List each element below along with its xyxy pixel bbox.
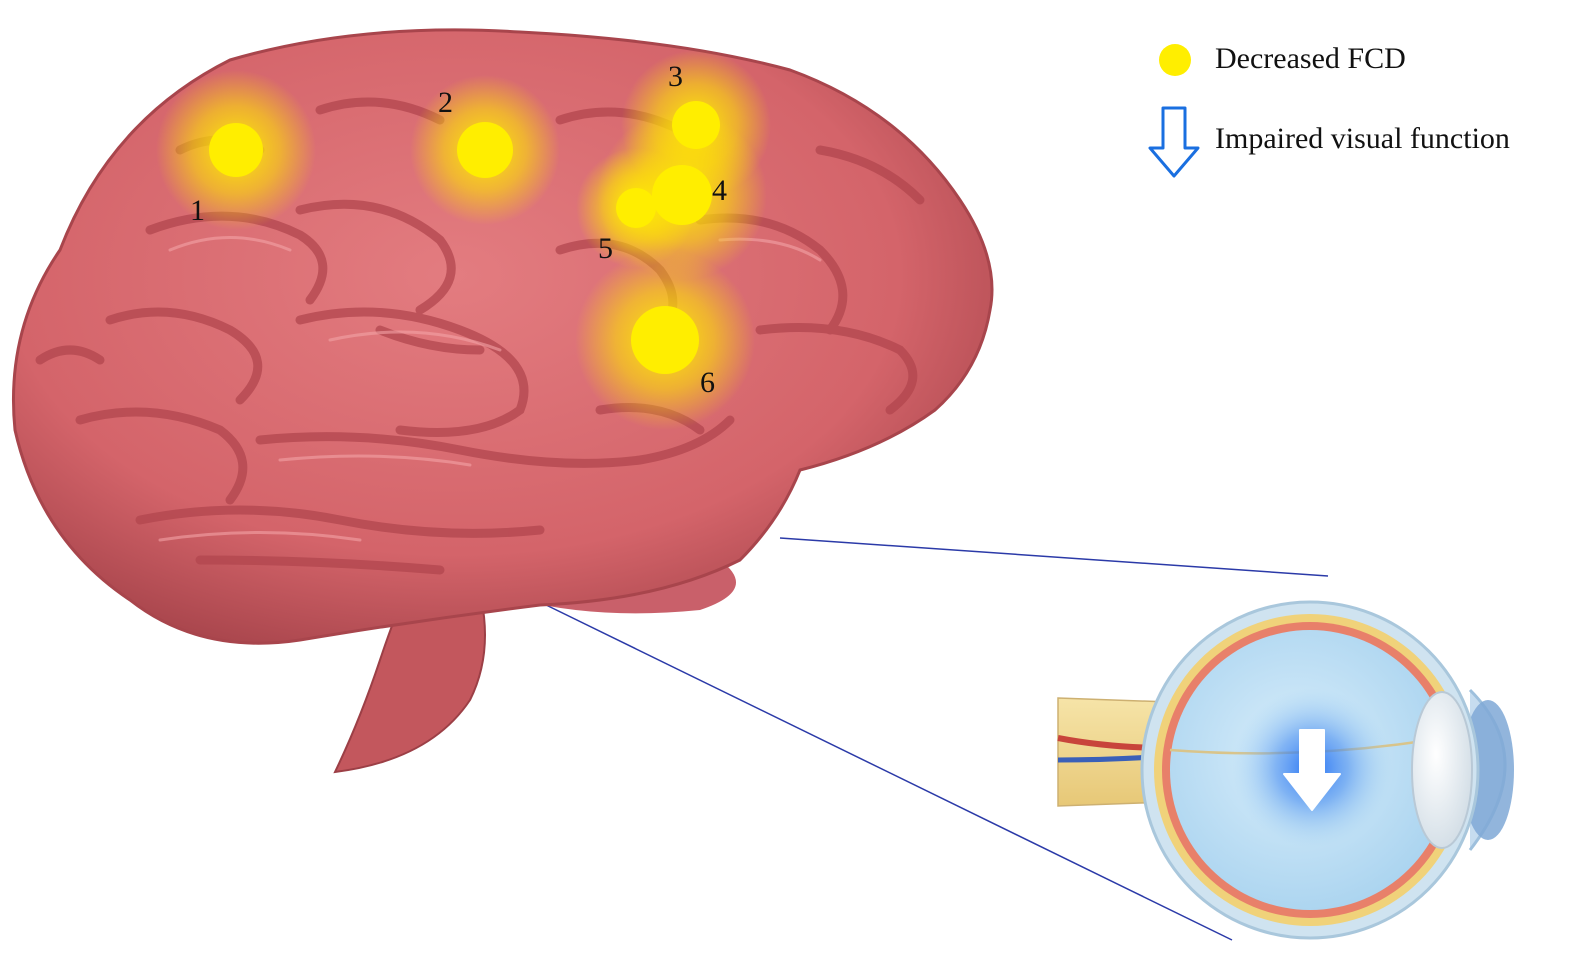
region-label-5: 5 [598, 232, 613, 265]
connector-lines [539, 537, 1329, 941]
region-label-4: 4 [712, 174, 727, 207]
fcd-marker-6 [631, 306, 699, 374]
region-label-3: 3 [668, 60, 683, 93]
eye-down-arrow-icon [1283, 729, 1341, 811]
legend-decreased-fcd-label: Decreased FCD [1215, 42, 1406, 75]
yellow-dot-icon [1159, 44, 1191, 76]
region-label-6: 6 [700, 366, 715, 399]
region-label-2: 2 [438, 86, 453, 119]
fcd-marker-2 [457, 122, 513, 178]
down-arrow-icon [1148, 106, 1200, 178]
region-labels: 1 2 3 4 5 6 [190, 60, 727, 399]
connector-line-lower [539, 601, 1233, 941]
eye-illustration [1057, 600, 1514, 940]
fcd-marker-3 [672, 101, 720, 149]
region-label-1: 1 [190, 194, 205, 227]
legend-impaired-visual-label: Impaired visual function [1215, 122, 1510, 155]
fcd-marker-5 [616, 188, 656, 228]
lens [1411, 691, 1473, 849]
fcd-marker-4 [652, 165, 712, 225]
legend [1148, 44, 1200, 178]
connector-line-upper [779, 537, 1329, 577]
fcd-marker-1 [209, 123, 263, 177]
fcd-markers [156, 50, 771, 430]
